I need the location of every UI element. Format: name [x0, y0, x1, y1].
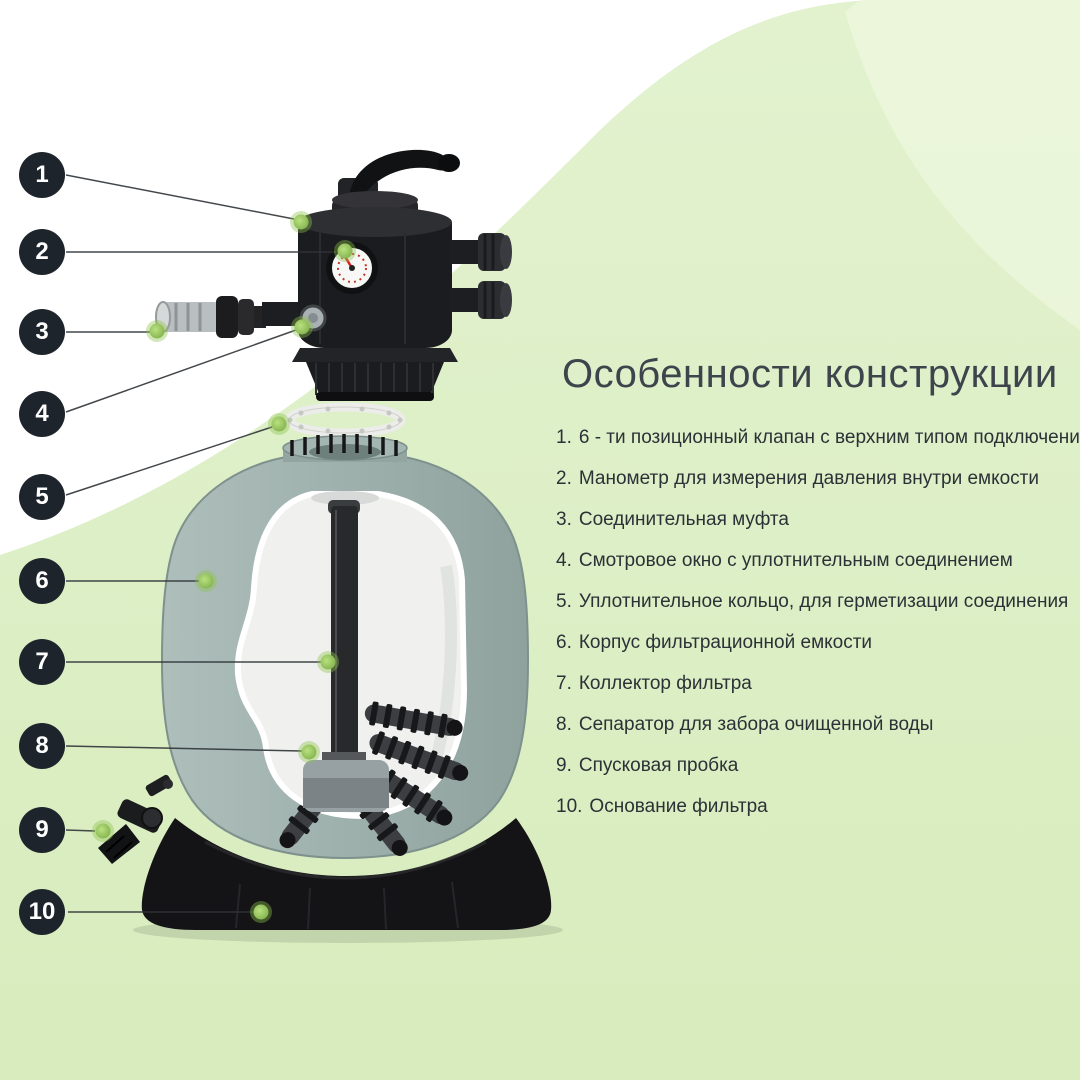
feature-number: 8. — [556, 714, 572, 735]
feature-text: Коллектор фильтра — [578, 673, 752, 694]
marker-8: 8 — [19, 723, 65, 769]
feature-text: Соединительная муфта — [578, 509, 789, 530]
o-ring-icon — [284, 402, 406, 438]
feature-item-7: 7. Коллектор фильтра — [556, 673, 1080, 695]
feature-item-3: 3. Соединительная муфта — [556, 509, 1080, 531]
feature-text: Корпус фильтрационной емкости — [578, 632, 873, 653]
separator-laterals-icon — [279, 701, 469, 856]
marker-1: 1 — [19, 152, 65, 198]
feature-number: 7. — [556, 673, 572, 694]
feature-item-6: 6. Корпус фильтрационной емкости — [556, 632, 1080, 654]
feature-item-9: 9. Спусковая пробка — [556, 755, 1080, 777]
drain-plug-icon — [98, 774, 173, 864]
features-panel: Особенности конструкции 1. 6 - ти позицио… — [556, 352, 1080, 837]
marker-2: 2 — [19, 229, 65, 275]
feature-number: 6. — [556, 632, 572, 653]
feature-text: Сепаратор для забора очищенной воды — [578, 714, 934, 735]
feature-item-4: 4. Смотровое окно с уплотнительным соедин… — [556, 550, 1080, 572]
feature-number: 1. — [556, 427, 572, 448]
marker-4: 4 — [19, 391, 65, 437]
collector-pipe-icon — [328, 500, 360, 768]
feature-text: Манометр для измерения давления внутри е… — [578, 468, 1039, 489]
feature-number: 3. — [556, 509, 572, 530]
feature-item-5: 5. Уплотнительное кольцо, для герметизаци… — [556, 591, 1080, 613]
feature-text: 6 - ти позиционный клапан с верхним типо… — [578, 427, 1080, 448]
feature-number: 2. — [556, 468, 572, 489]
marker-10: 10 — [19, 889, 65, 935]
feature-item-2: 2. Манометр для измерения давления внутри… — [556, 468, 1080, 490]
coupling-icon — [155, 296, 266, 338]
feature-text: Спусковая пробка — [578, 755, 739, 776]
feature-text: Уплотнительное кольцо, для герметизации … — [578, 591, 1069, 612]
feature-number: 9. — [556, 755, 572, 776]
callout-dots — [92, 211, 356, 923]
feature-number: 10. — [556, 796, 583, 817]
marker-5: 5 — [19, 474, 65, 520]
marker-6: 6 — [19, 558, 65, 604]
feature-number: 5. — [556, 591, 572, 612]
filter-base-icon — [141, 818, 552, 930]
feature-item-1: 1. 6 - ти позиционный клапан с верхним ти… — [556, 427, 1080, 449]
feature-text: Смотровое окно с уплотнительным соединен… — [578, 550, 1013, 571]
sand-filter-illustration — [65, 149, 563, 943]
page-title: Особенности конструкции — [562, 352, 1058, 396]
marker-9: 9 — [19, 807, 65, 853]
feature-item-8: 8. Сепаратор для забора очищенной воды — [556, 714, 1080, 736]
callout-lines — [65, 174, 336, 913]
marker-3: 3 — [19, 309, 65, 355]
feature-text: Основание фильтра — [589, 796, 768, 817]
feature-item-10: 10. Основание фильтра — [556, 796, 1080, 818]
features-list: 1. 6 - ти позиционный клапан с верхним ти… — [556, 427, 1080, 818]
marker-7: 7 — [19, 639, 65, 685]
feature-number: 4. — [556, 550, 572, 571]
